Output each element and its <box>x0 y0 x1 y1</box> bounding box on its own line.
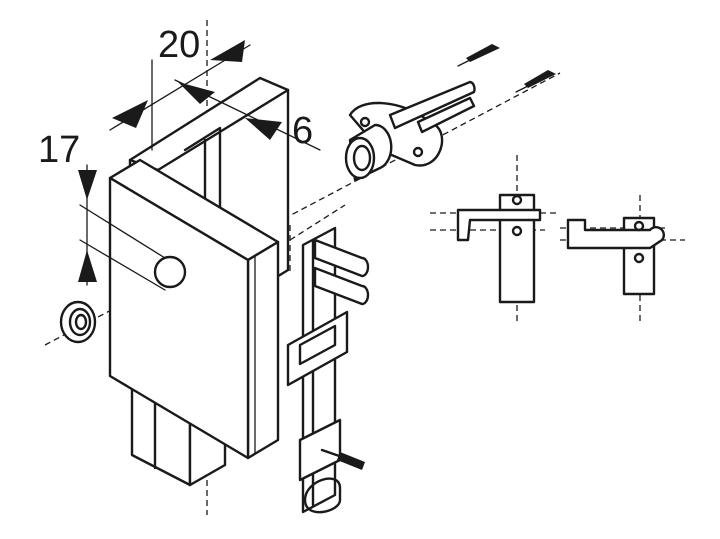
cylinder-flange <box>344 80 476 182</box>
lock-body <box>108 158 280 460</box>
strike-plate <box>286 226 370 514</box>
dimension-lines <box>78 40 321 291</box>
detail-view-right <box>560 195 685 322</box>
front-rosette <box>59 300 97 344</box>
key-hole <box>153 255 187 289</box>
dimension-label-20: 20 <box>158 24 200 66</box>
dimension-label-6: 6 <box>292 110 313 152</box>
dimension-label-17: 17 <box>38 129 80 171</box>
screws <box>457 44 556 93</box>
detail-view-left <box>430 155 560 325</box>
